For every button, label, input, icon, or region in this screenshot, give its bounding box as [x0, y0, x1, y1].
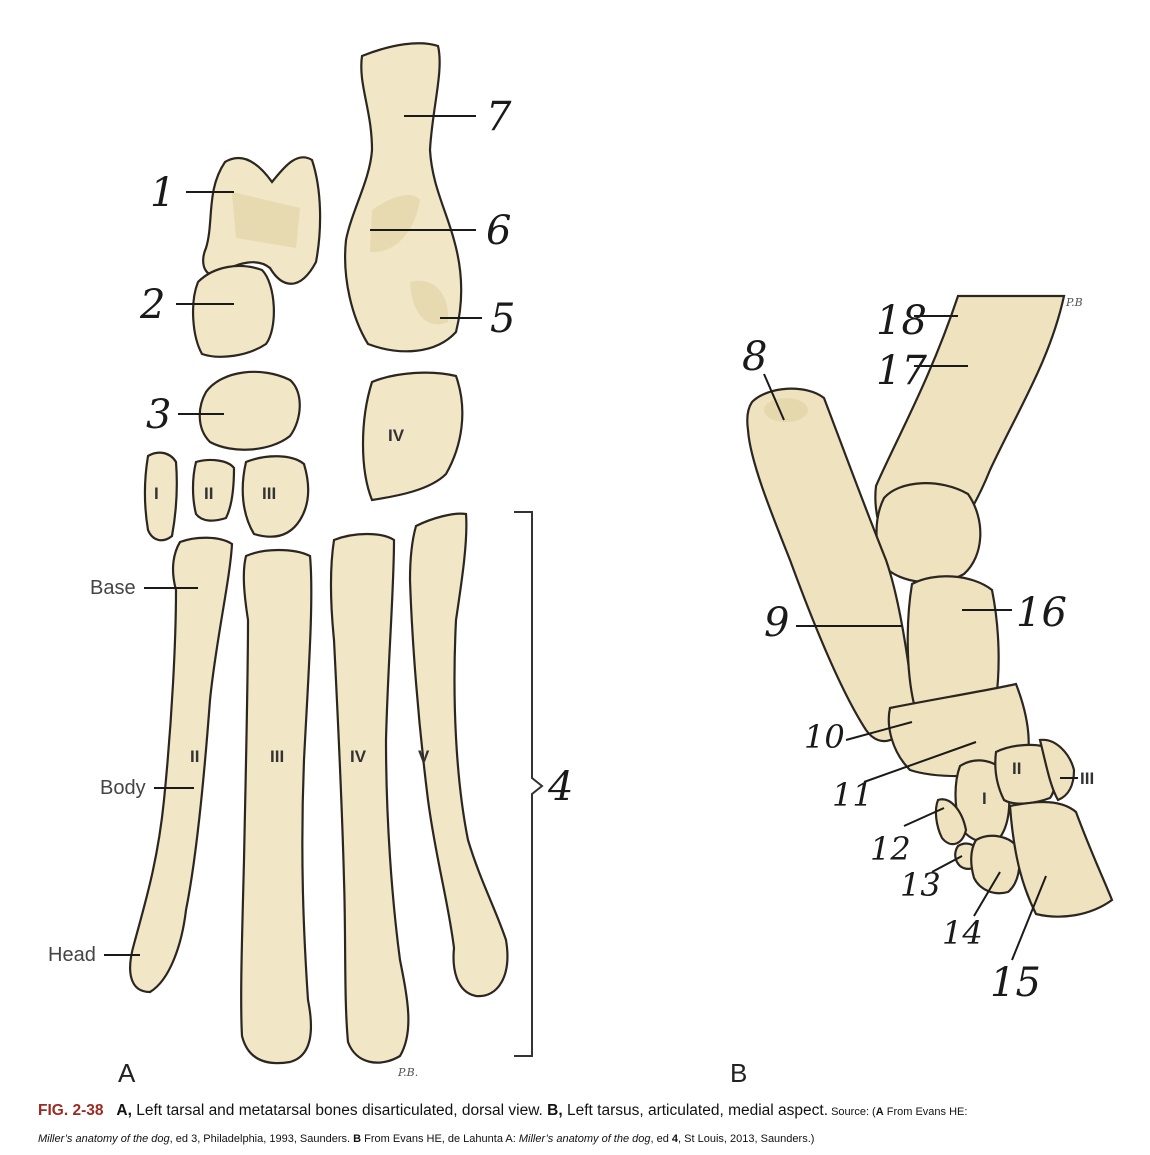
metatarsal-v: [408, 512, 509, 998]
metatarsals-b: [1008, 800, 1114, 918]
mt-v-numeral: V: [418, 747, 430, 766]
mt-ii-numeral: II: [190, 747, 199, 766]
tarsal-iii-b: [1038, 738, 1076, 802]
tarsal-ii-b: [994, 743, 1057, 805]
label-1: 1: [150, 170, 175, 216]
label-15: 15: [990, 960, 1041, 1006]
label-8: 8: [742, 334, 767, 380]
talus-head: [191, 264, 275, 358]
talus-trochlea: [875, 482, 982, 584]
b-tarsal-ii-numeral: II: [1012, 759, 1021, 778]
figure-caption: FIG. 2-38 A, Left tarsal and metatarsal …: [38, 1098, 1138, 1152]
source-a-text: From Evans HE:: [883, 1106, 968, 1118]
b-tarsal-iii-numeral: III: [1080, 769, 1094, 788]
source-a-letter: A: [875, 1106, 884, 1118]
metatarsal-i-b: [970, 834, 1021, 895]
source-b-tail-1: , ed: [650, 1133, 672, 1145]
source-b-letter: B: [353, 1133, 362, 1145]
caption-b-text: Left tarsus, articulated, medial aspect.: [562, 1102, 829, 1119]
base-label: Base: [90, 577, 136, 599]
caption-b-letter: B,: [547, 1102, 563, 1119]
central-tarsal: [198, 370, 301, 451]
tarsal-i-numeral: I: [154, 484, 159, 503]
label-6: 6: [486, 208, 511, 254]
label-16: 16: [1016, 590, 1067, 636]
mt-iv-numeral: IV: [350, 747, 367, 766]
metatarsal-iv: [329, 532, 410, 1064]
figure-number: FIG. 2-38: [38, 1102, 104, 1119]
artist-signature-a: P.B.: [397, 1066, 418, 1079]
label-14: 14: [942, 914, 983, 952]
source-b-ed: 4: [671, 1133, 679, 1145]
label-18: 18: [876, 298, 927, 344]
label-17: 17: [876, 348, 927, 394]
label-12: 12: [870, 830, 911, 868]
metatarsal-brace: [514, 511, 544, 1057]
label-3: 3: [146, 392, 171, 438]
source-a-book: Miller’s anatomy of the dog: [38, 1133, 170, 1145]
metatarsal-iii: [240, 548, 313, 1065]
third-tarsal: [241, 455, 310, 538]
fourth-tarsal: [361, 371, 464, 502]
panel-b-letter: B: [730, 1058, 747, 1088]
head-label: Head: [48, 944, 96, 966]
caption-a-letter: A,: [116, 1102, 132, 1119]
source-a-tail: , ed 3, Philadelphia, 1993, Saunders.: [169, 1133, 354, 1145]
tarsal-ii-numeral: II: [204, 484, 213, 503]
source-label: Source: (: [828, 1106, 876, 1118]
label-7: 7: [486, 94, 512, 140]
body-label: Body: [100, 777, 146, 799]
first-tarsal: [143, 451, 178, 542]
label-2: 2: [139, 282, 165, 328]
tarsal-iv-numeral: IV: [388, 426, 405, 445]
b-tarsal-i-numeral: I: [982, 789, 987, 808]
tarsal-iii-numeral: III: [262, 484, 276, 503]
caption-a-text: Left tarsal and metatarsal bones disarti…: [131, 1102, 548, 1119]
artist-signature-b: P.B: [1065, 296, 1083, 309]
label-9: 9: [764, 600, 789, 646]
small-bone-12: [934, 798, 968, 846]
panel-b-bones: [746, 294, 1114, 918]
label-4: 4: [547, 764, 573, 810]
panel-a-bones: [129, 42, 509, 1065]
source-b-tail-2: , St Louis, 2013, Saunders.): [678, 1133, 815, 1145]
label-13: 13: [900, 866, 941, 904]
source-b-book: Miller’s anatomy of the dog: [518, 1133, 651, 1145]
panel-a-letter: A: [118, 1058, 136, 1088]
second-tarsal: [191, 458, 236, 522]
source-b-text: From Evans HE, de Lahunta A:: [361, 1133, 519, 1145]
metatarsal-ii: [129, 536, 234, 994]
label-10: 10: [804, 718, 845, 756]
mt-iii-numeral: III: [270, 747, 284, 766]
label-5: 5: [490, 296, 515, 342]
